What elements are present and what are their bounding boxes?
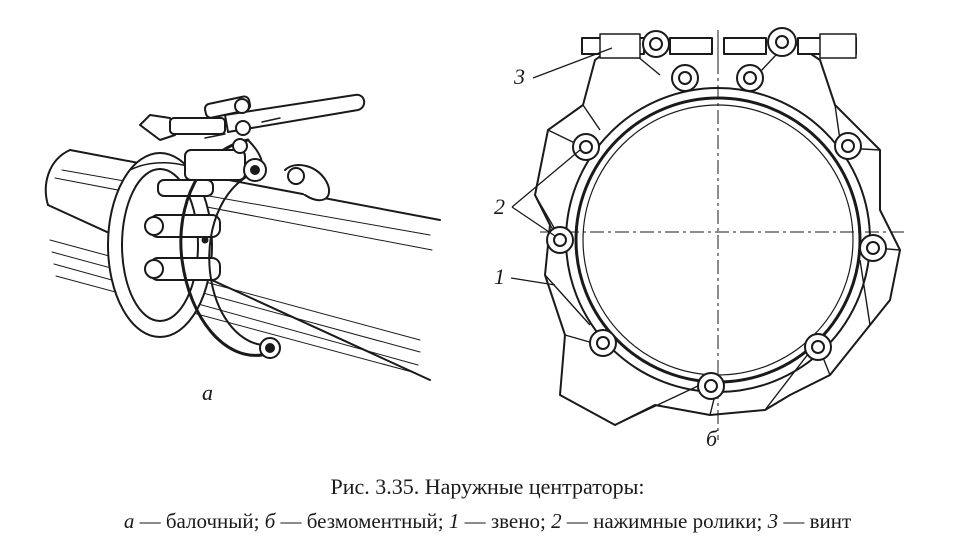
legend-text-2: — нажимные ролики; <box>561 509 768 533</box>
leader-lines <box>510 47 613 286</box>
legend-key-1: 1 <box>448 509 460 533</box>
legend-text-a: — балочный; <box>134 509 265 533</box>
roller <box>589 329 617 357</box>
roller <box>767 27 797 57</box>
lever-screw <box>139 93 366 154</box>
label-a: а <box>202 380 213 405</box>
label-part-3: 3 <box>513 64 525 89</box>
caption-title: Рис. 3.35. Наружные центраторы: <box>330 474 645 499</box>
label-part-1: 1 <box>494 264 505 289</box>
beam-centrator-drawing <box>44 93 441 381</box>
roller <box>572 133 600 161</box>
roller <box>671 64 699 92</box>
roller <box>834 132 862 160</box>
label-part-2: 2 <box>494 194 505 219</box>
roller <box>859 234 887 262</box>
legend-key-3: 3 <box>767 509 779 533</box>
legend-key-2: 2 <box>551 509 562 533</box>
legend-text-b: — безмоментный; <box>275 509 449 533</box>
momentless-centrator-drawing <box>510 27 905 440</box>
legend-text-3: — винт <box>778 509 852 533</box>
clamp-brackets <box>184 149 331 359</box>
roller <box>804 333 832 361</box>
caption-legend: а — балочный; б — безмоментный; 1 — звен… <box>0 509 975 534</box>
legend-key-b: б <box>264 509 276 533</box>
legend-text-1: — звено; <box>459 509 552 533</box>
label-b: б <box>706 426 718 451</box>
roller <box>697 372 725 400</box>
screw <box>581 30 857 62</box>
roller <box>546 226 574 254</box>
roller <box>642 30 670 58</box>
pipe <box>44 149 441 381</box>
roller <box>736 64 764 92</box>
legend-key-a: а <box>123 509 135 533</box>
pressure-rollers <box>546 27 887 400</box>
